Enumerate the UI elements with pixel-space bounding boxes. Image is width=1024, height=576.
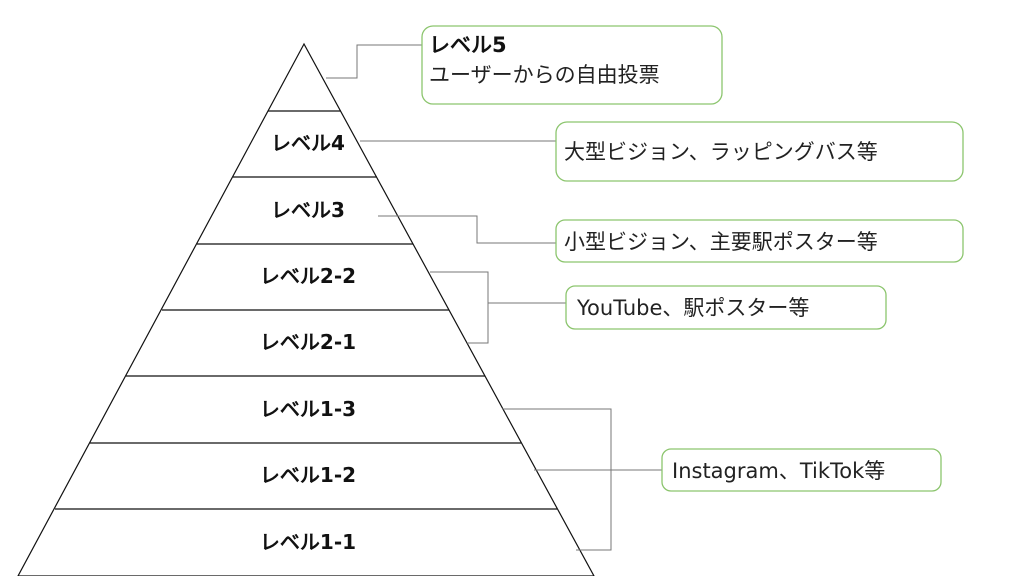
level-1-2-label: レベル1-2 [260, 463, 356, 487]
callout-level3: 小型ビジョン、主要駅ポスター等 [555, 219, 964, 263]
pyramid-dividers [55, 110, 557, 510]
level-2-1-label: レベル2-1 [260, 330, 356, 354]
callout-level5-title: レベル5 [429, 33, 507, 57]
connector-level1-bracket [502, 408, 612, 551]
level-3-label: レベル3 [271, 198, 345, 222]
level-1-3-label: レベル1-3 [260, 397, 356, 421]
callout-level1-text: Instagram、TikTok等 [672, 459, 885, 483]
callout-level2: YouTube、駅ポスター等 [565, 285, 887, 330]
level-4-label: レベル4 [271, 131, 345, 155]
callout-level4: 大型ビジョン、ラッピングバス等 [555, 121, 964, 182]
callout-level1: Instagram、TikTok等 [661, 448, 942, 492]
callout-level4-text: 大型ビジョン、ラッピングバス等 [564, 140, 878, 164]
connector-level2-bracket [430, 271, 489, 344]
callout-level2-text: YouTube、駅ポスター等 [576, 296, 809, 320]
connectors [326, 44, 662, 551]
connector-level3 [378, 215, 556, 244]
level-2-2-label: レベル2-2 [260, 264, 356, 288]
connector-level5 [326, 44, 422, 79]
callout-level5: レベル5 ユーザーからの自由投票 [421, 25, 723, 105]
level-1-1-label: レベル1-1 [260, 530, 356, 554]
callout-level3-text: 小型ビジョン、主要駅ポスター等 [564, 230, 878, 254]
callout-level5-text: ユーザーからの自由投票 [429, 63, 660, 87]
